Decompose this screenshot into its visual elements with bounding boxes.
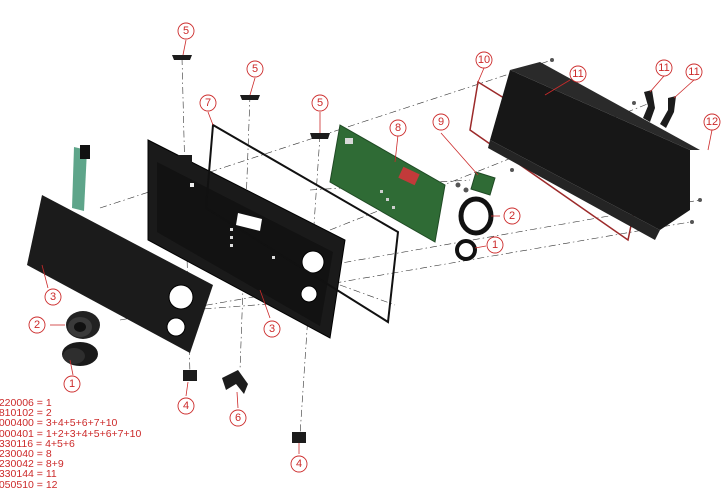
callout-11: 11 — [572, 68, 583, 80]
clip-part-4-a — [183, 370, 197, 381]
legend-line: 0230042 = 8+9 — [0, 458, 64, 471]
part-number-legend: 0220006 = 1 0810102 = 2 8000400 = 3+4+5+… — [0, 398, 141, 490]
callout-11: 11 — [688, 66, 699, 78]
clip-part-5-a — [172, 55, 192, 60]
callout-4: 4 — [183, 400, 189, 412]
callout-6: 6 — [235, 412, 241, 424]
legend-line: 0810102 = 2 — [0, 407, 52, 420]
callout-8: 8 — [395, 122, 401, 134]
callout-4: 4 — [296, 458, 302, 470]
gasket-frame-part-7 — [204, 123, 400, 324]
callout-11: 11 — [658, 62, 669, 74]
clip-part-5-c — [310, 133, 330, 139]
callout-labels — [28, 22, 721, 473]
callout-5: 5 — [317, 97, 323, 109]
callout-3: 3 — [269, 323, 275, 335]
rear-panel-part-3 — [147, 139, 346, 339]
callout-1: 1 — [492, 239, 498, 251]
knob-part-2 — [66, 311, 100, 339]
rear-housing-part-11 — [488, 62, 700, 240]
clip-part-11-a — [643, 90, 655, 122]
clip-part-6 — [222, 370, 248, 394]
membrane-keypad-strip — [72, 145, 90, 211]
callout-3: 3 — [50, 291, 56, 303]
legend-line: 0230040 = 8 — [0, 448, 52, 461]
ring-part-1 — [455, 239, 477, 261]
callout-12: 12 — [706, 116, 718, 128]
pcb-board-part-8 — [329, 124, 446, 243]
leader-lines — [41, 39, 713, 454]
callout-5: 5 — [183, 25, 189, 37]
legend-line: 0330144 = 11 — [0, 468, 57, 481]
legend-line: 0050510 = 12 — [0, 478, 58, 491]
clip-part-4-b — [292, 432, 306, 443]
legend-line: 0220006 = 1 — [0, 397, 52, 409]
callout-2: 2 — [34, 319, 40, 331]
legend-line: 8000401 = 1+2+3+4+5+6+7+10 — [0, 427, 142, 440]
legend-line: 8000400 = 3+4+5+6+7+10 — [0, 417, 118, 430]
ring-part-2 — [458, 196, 494, 236]
callout-10: 10 — [478, 54, 490, 66]
clip-part-11-b — [660, 96, 676, 128]
callout-7: 7 — [205, 97, 211, 109]
knob-cap-part-1 — [62, 342, 98, 366]
callout-1: 1 — [69, 378, 75, 390]
legend-line: 0330116 = 4+5+6 — [0, 437, 75, 450]
clip-part-5-b — [240, 95, 260, 100]
callout-9: 9 — [438, 116, 444, 128]
callout-2: 2 — [509, 210, 515, 222]
small-board-part-9 — [470, 171, 496, 196]
screws — [455, 58, 702, 224]
front-fascia-part-3 — [27, 195, 213, 353]
callout-5: 5 — [252, 63, 258, 75]
